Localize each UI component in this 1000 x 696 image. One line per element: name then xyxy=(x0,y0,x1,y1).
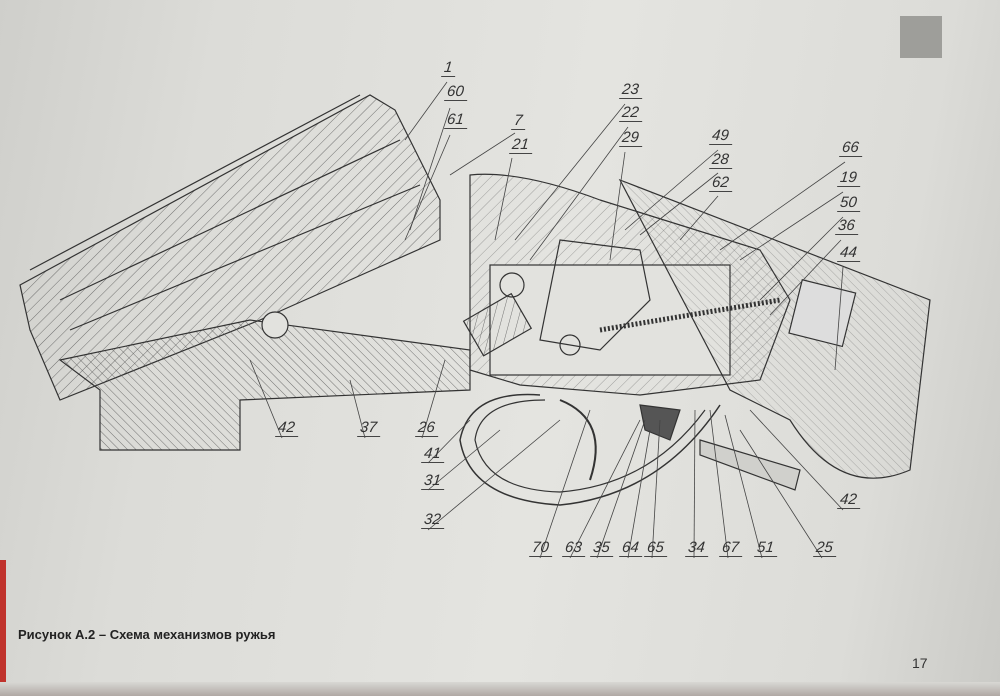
part-label: 62 xyxy=(709,174,734,192)
trigger-guard xyxy=(459,393,721,506)
part-label: 22 xyxy=(619,104,644,122)
part-label: 67 xyxy=(719,539,744,557)
part-label: 42 xyxy=(837,491,862,509)
figure-caption: Рисунок А.2 – Схема механизмов ружья xyxy=(18,627,276,642)
part-label: 50 xyxy=(837,194,862,212)
part-label: 49 xyxy=(709,127,734,145)
part-label: 21 xyxy=(509,136,534,154)
part-label: 34 xyxy=(685,539,710,557)
part-label: 23 xyxy=(619,81,644,99)
forend xyxy=(58,319,471,451)
part-label: 44 xyxy=(837,244,862,262)
book-edge xyxy=(0,560,6,696)
part-label: 7 xyxy=(511,112,528,130)
part-label: 42 xyxy=(275,419,300,437)
part-label: 31 xyxy=(421,472,446,490)
publisher-logo xyxy=(900,16,942,58)
part-label: 19 xyxy=(837,169,862,187)
trigger xyxy=(559,399,597,481)
part-label: 41 xyxy=(421,445,446,463)
part-label: 51 xyxy=(754,539,779,557)
part-label: 25 xyxy=(813,539,838,557)
part-label: 61 xyxy=(444,111,469,129)
part-label: 32 xyxy=(421,511,446,529)
part-label: 70 xyxy=(529,539,554,557)
part-label: 35 xyxy=(590,539,615,557)
part-label: 63 xyxy=(562,539,587,557)
part-label: 65 xyxy=(644,539,669,557)
part-label: 64 xyxy=(619,539,644,557)
page-number: 17 xyxy=(912,655,928,671)
stock xyxy=(618,178,931,479)
part-label: 36 xyxy=(835,217,860,235)
part-label: 29 xyxy=(619,129,644,147)
part-label: 60 xyxy=(444,83,469,101)
part-label: 66 xyxy=(839,139,864,157)
page-edge xyxy=(0,682,1000,696)
part-label: 26 xyxy=(415,419,440,437)
part-label: 28 xyxy=(709,151,734,169)
part-label: 1 xyxy=(441,59,458,77)
part-label: 37 xyxy=(357,419,382,437)
